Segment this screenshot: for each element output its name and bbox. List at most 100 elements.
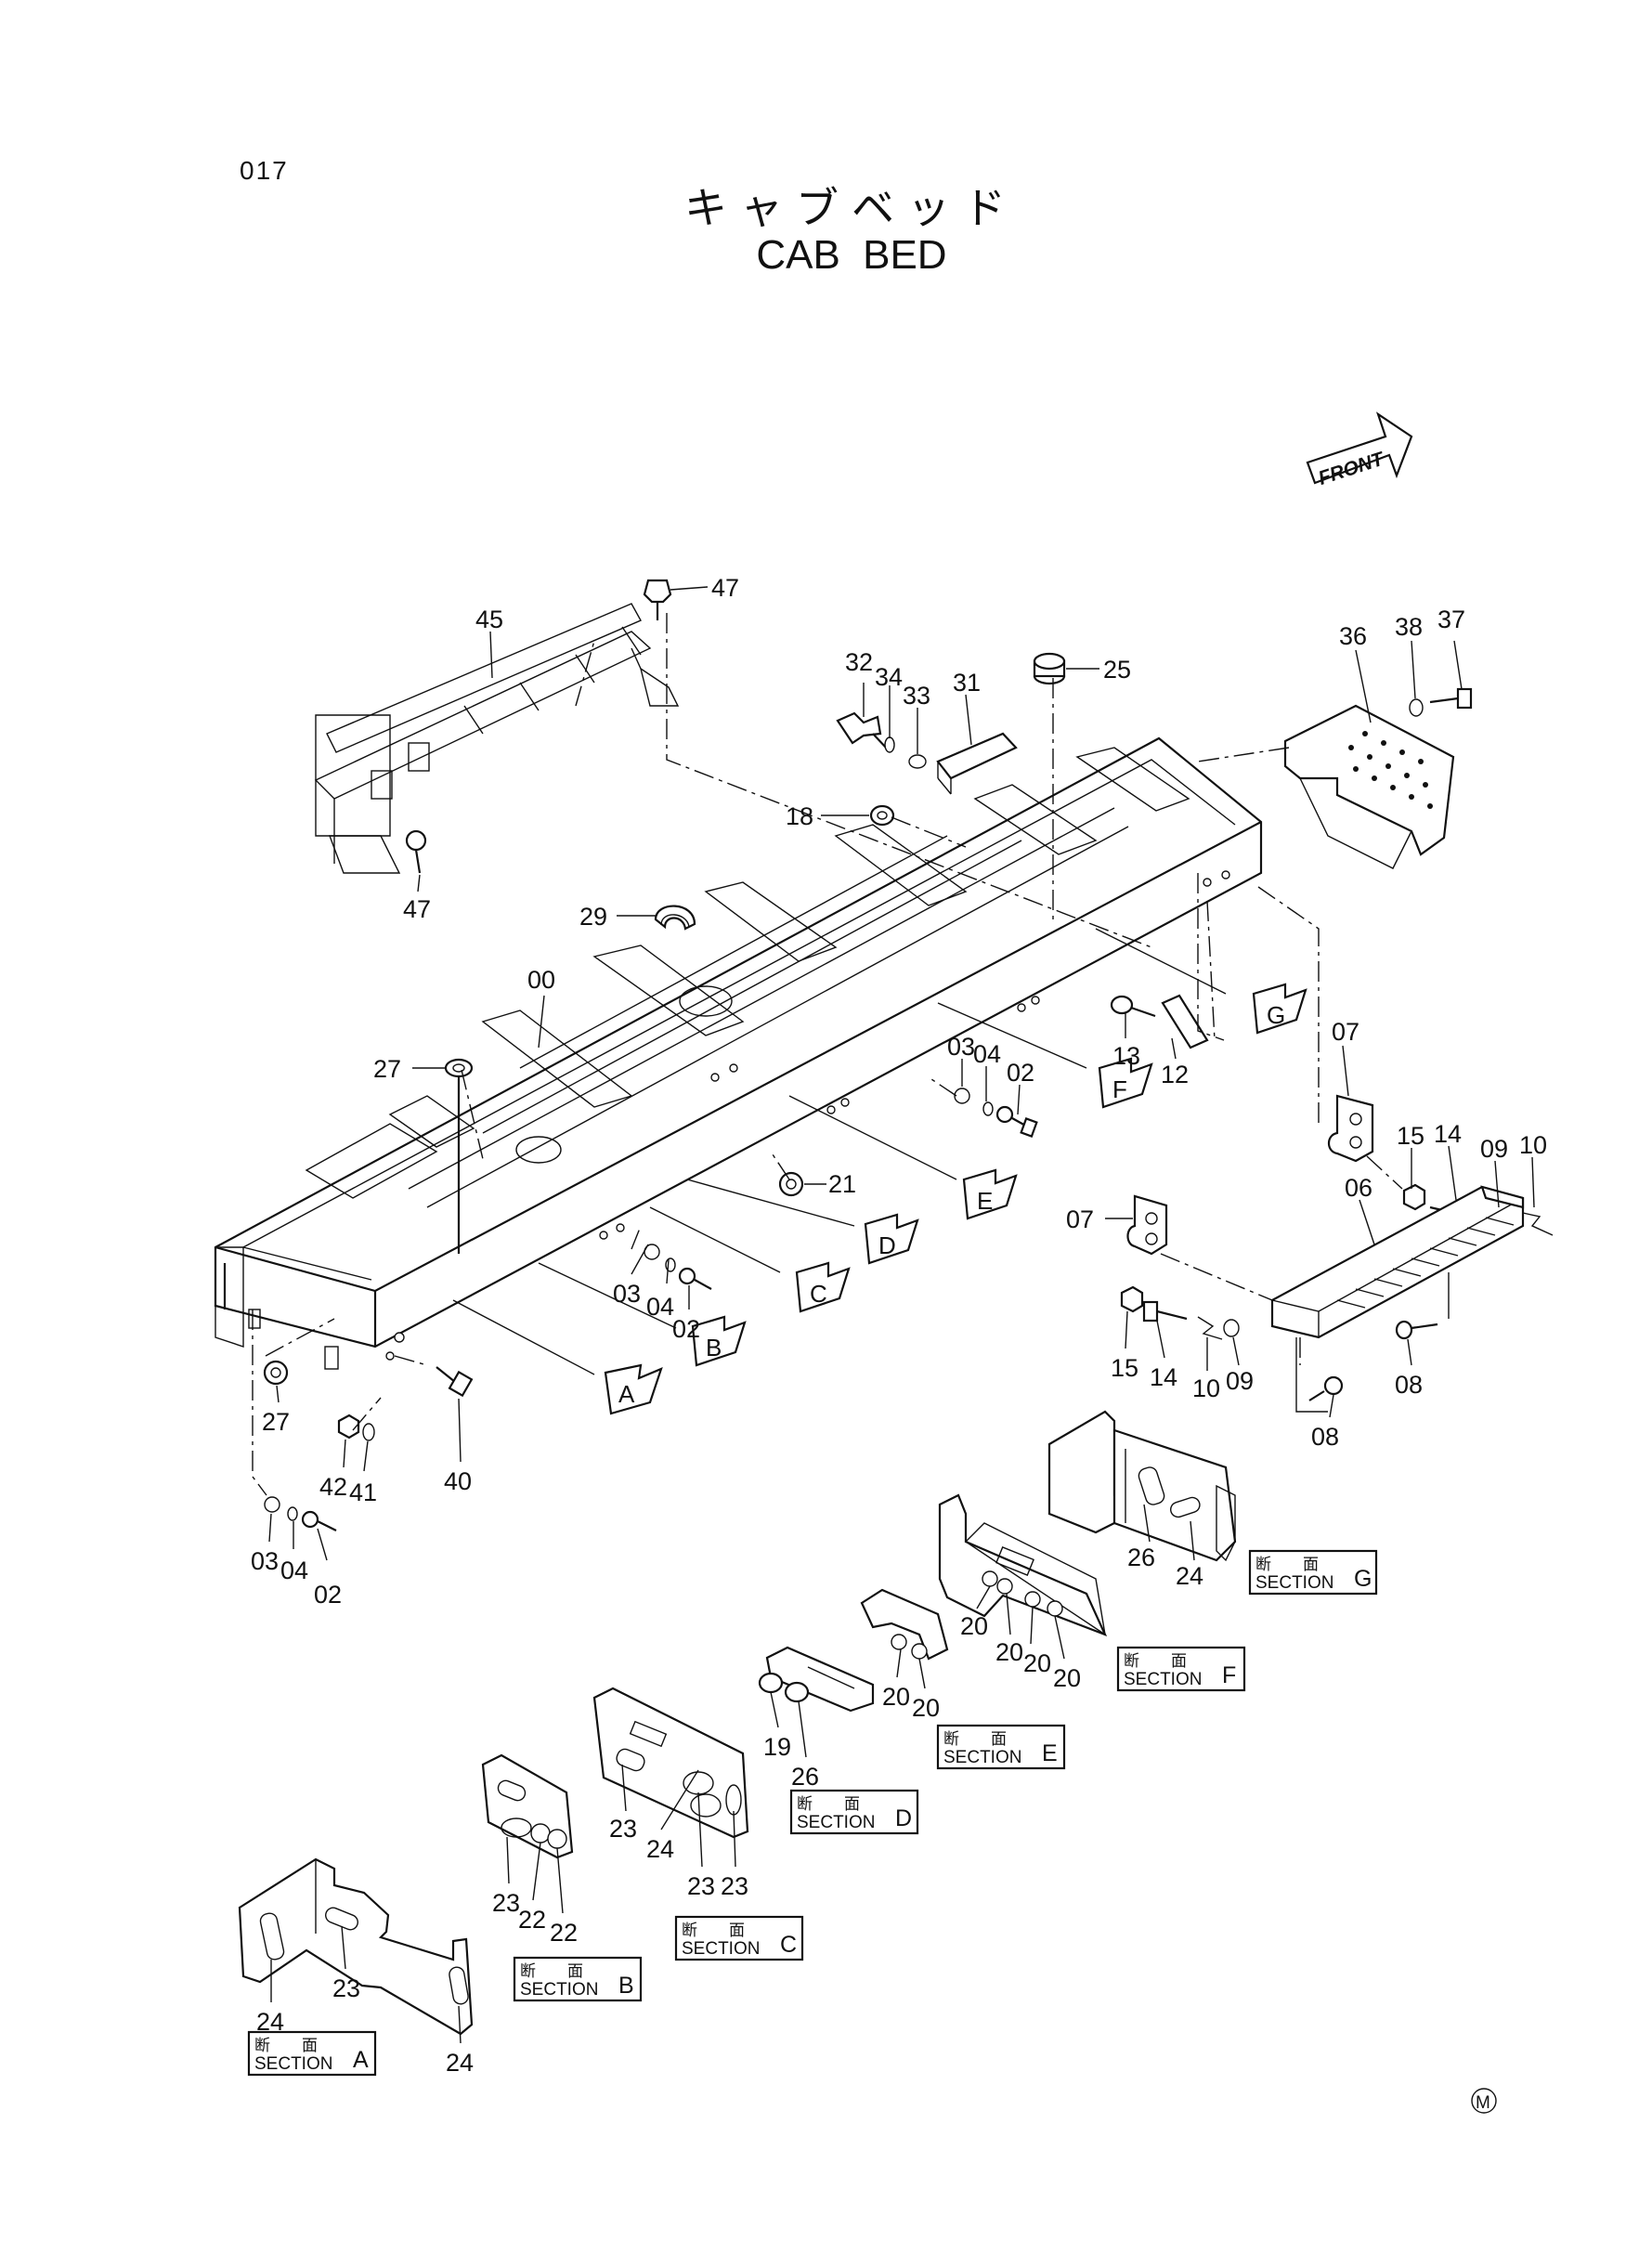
washer-04-upper-icon	[982, 1101, 994, 1116]
section-label-A: 断 面 SECTION A	[247, 2030, 377, 2077]
part-label-26-section-g: 26	[1127, 1544, 1155, 1571]
washer-38-icon	[1409, 698, 1424, 717]
part-label-20-e1: 20	[882, 1683, 910, 1711]
pin-10-right-icon	[1522, 1212, 1554, 1236]
section-label-A-letter: A	[353, 2047, 369, 2073]
part-label-23-a: 23	[332, 1974, 360, 2002]
section-detail-D	[758, 1646, 875, 1713]
part-label-27-lower: 27	[262, 1408, 290, 1436]
part-label-24-a2: 24	[446, 2049, 474, 2077]
callout-letter-G: G	[1267, 1001, 1285, 1029]
part-label-02-middle: 02	[672, 1315, 700, 1343]
part-label-33: 33	[903, 682, 930, 710]
washer-03-lower-icon	[264, 1496, 280, 1513]
section-label-A-en: SECTION	[254, 2054, 332, 2074]
section-label-F-letter: F	[1222, 1662, 1236, 1688]
section-label-C-jp: 断 面	[682, 1922, 745, 1939]
part-label-47-top: 47	[711, 574, 739, 602]
part-label-20-f2: 20	[995, 1638, 1023, 1666]
callout-letter-A: A	[618, 1380, 635, 1408]
callout-letter-B: B	[706, 1334, 722, 1362]
part-label-10-right: 10	[1519, 1131, 1547, 1159]
part-label-31: 31	[953, 669, 981, 697]
part-label-27-upper: 27	[373, 1055, 401, 1083]
callout-arrow-C-icon: C	[795, 1261, 851, 1313]
cab-bed-frame	[214, 736, 1263, 1370]
nut-42-icon	[337, 1414, 360, 1440]
section-label-G-jp: 断 面	[1255, 1556, 1319, 1573]
part-label-21: 21	[828, 1170, 856, 1198]
part-label-19: 19	[763, 1733, 791, 1761]
washer-03-upper-icon	[954, 1088, 970, 1104]
page-number: 017	[240, 156, 289, 185]
part-label-13: 13	[1112, 1042, 1140, 1070]
part-label-02-lower: 02	[314, 1581, 342, 1609]
section-detail-A	[238, 1857, 474, 2036]
grommet-27-lower-icon	[263, 1360, 289, 1386]
section-label-F: 断 面 SECTION F	[1116, 1646, 1246, 1692]
part-label-40: 40	[444, 1467, 472, 1495]
part-label-22-b1: 22	[518, 1906, 546, 1934]
bolt-08-right-icon	[1395, 1272, 1450, 1340]
section-label-B-letter: B	[618, 1973, 634, 1999]
bolt-02-middle-icon	[678, 1267, 712, 1290]
clamp-29-icon	[654, 905, 696, 931]
part-label-42: 42	[319, 1473, 347, 1501]
part-label-15-right: 15	[1397, 1122, 1424, 1150]
part-label-06: 06	[1345, 1174, 1372, 1202]
section-label-E-en: SECTION	[943, 1748, 1021, 1767]
step-plate-36-icon	[1283, 704, 1455, 869]
part-label-23-c3: 23	[721, 1872, 748, 1900]
bolt-40-icon	[436, 1366, 474, 1398]
callout-arrow-G-icon: G	[1252, 983, 1307, 1035]
part-label-00: 00	[527, 966, 555, 994]
part-label-47-lower: 47	[403, 895, 431, 923]
part-label-04-middle: 04	[646, 1293, 674, 1321]
part-label-04-upper: 04	[973, 1040, 1001, 1068]
bracket-assembly-45	[314, 603, 680, 874]
grommet-18-icon	[869, 804, 895, 827]
leader-lines	[268, 631, 1535, 2044]
section-label-G: 断 面 SECTION G	[1248, 1549, 1378, 1596]
section-label-B-jp: 断 面	[520, 1962, 583, 1980]
section-label-F-jp: 断 面	[1124, 1652, 1187, 1670]
part-label-20-e2: 20	[912, 1694, 940, 1722]
part-label-45: 45	[475, 606, 503, 633]
part-label-04-lower: 04	[280, 1557, 308, 1584]
part-label-15-left: 15	[1111, 1354, 1138, 1382]
bolt-08-lower-icon	[1295, 1337, 1344, 1413]
part-label-08-lower: 08	[1311, 1423, 1339, 1451]
grommet-21-icon	[778, 1171, 804, 1197]
part-label-24-section-g: 24	[1176, 1562, 1203, 1590]
part-label-09-right: 09	[1480, 1135, 1508, 1163]
washer-09-left-icon	[1223, 1319, 1240, 1337]
section-label-C-letter: C	[780, 1932, 797, 1958]
section-label-D-jp: 断 面	[797, 1795, 860, 1813]
section-label-D-en: SECTION	[797, 1813, 875, 1832]
part-label-32: 32	[845, 648, 873, 676]
nut-15-left-icon	[1120, 1285, 1144, 1313]
hinge-bracket-07-right-icon	[1327, 1094, 1374, 1163]
part-label-23-b: 23	[492, 1889, 520, 1917]
part-label-07-right: 07	[1332, 1018, 1359, 1046]
section-label-B-en: SECTION	[520, 1980, 598, 2000]
part-label-20-f4: 20	[1053, 1664, 1081, 1692]
section-label-D: 断 面 SECTION D	[789, 1789, 919, 1835]
section-label-E-jp: 断 面	[943, 1730, 1007, 1748]
callout-arrow-E-icon: E	[962, 1168, 1018, 1220]
callout-letter-E: E	[977, 1187, 993, 1215]
bolt-37-icon	[1429, 687, 1473, 710]
section-label-G-letter: G	[1354, 1566, 1372, 1592]
part-label-07-left: 07	[1066, 1205, 1094, 1233]
part-label-12: 12	[1161, 1061, 1189, 1088]
part-label-24-c: 24	[646, 1835, 674, 1863]
rubber-mount-25-icon	[1033, 652, 1099, 685]
callout-letter-D: D	[878, 1231, 896, 1259]
section-detail-G	[1047, 1410, 1237, 1562]
section-label-E: 断 面 SECTION E	[936, 1724, 1066, 1770]
washer-33-icon	[908, 754, 927, 769]
part-label-02-upper: 02	[1007, 1059, 1034, 1087]
section-label-E-letter: E	[1042, 1740, 1058, 1766]
part-label-14-left: 14	[1150, 1363, 1177, 1391]
